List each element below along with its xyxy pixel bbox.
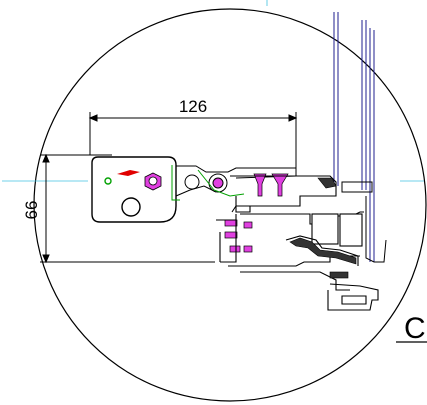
section-marker-label: C (404, 312, 426, 345)
dimension-vertical-label: 66 (22, 201, 41, 220)
handle-logo (117, 170, 140, 176)
detail-boundary-circle (33, 8, 427, 402)
dimension-vertical (40, 153, 215, 264)
dimension-horizontal (88, 112, 298, 170)
gasket-seals (289, 177, 357, 279)
glazing-unit (333, 12, 387, 263)
handle-nut-icon (144, 172, 162, 191)
frame-profile (216, 175, 379, 311)
dimension-horizontal-label: 126 (179, 97, 207, 116)
handle-body (91, 156, 177, 223)
frame-fasteners (224, 173, 289, 253)
hinge-mechanism (171, 165, 297, 201)
centerlines (2, 0, 424, 182)
